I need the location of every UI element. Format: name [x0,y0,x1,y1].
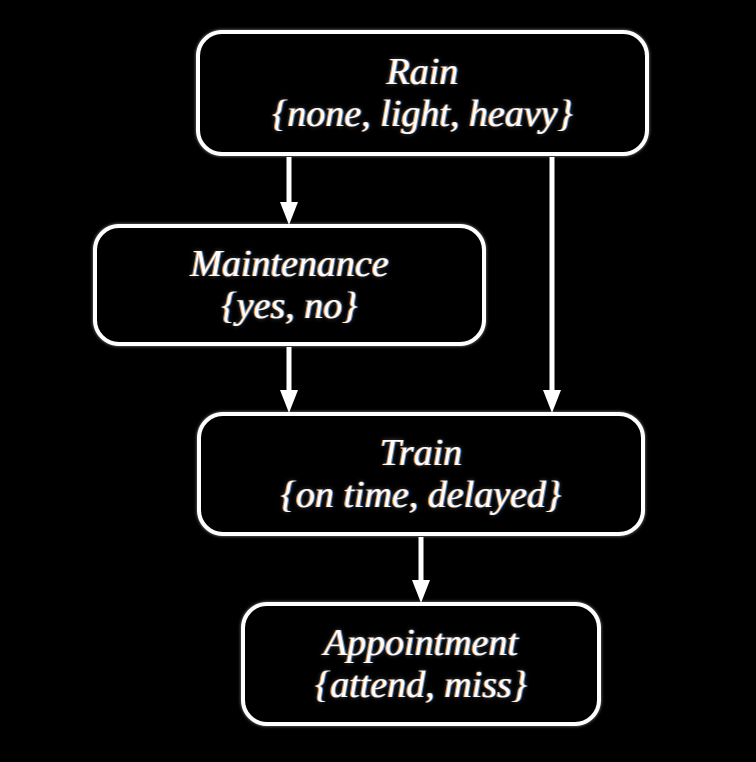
edge-rain-to-maintenance-arrow-icon [275,157,303,225]
node-maintenance-name: Maintenance [190,243,389,286]
node-maintenance-states: {yes, no} [221,284,358,327]
node-train[interactable]: Train {on time, delayed} [197,412,645,536]
node-appointment[interactable]: Appointment {attend, miss} [241,602,601,726]
node-rain-states: {none, light, heavy} [272,92,573,135]
edge-rain-to-train-arrow-icon [538,157,566,413]
node-maintenance[interactable]: Maintenance {yes, no} [93,224,486,346]
node-train-states: {on time, delayed} [280,473,562,516]
node-rain-name: Rain [386,51,459,94]
node-rain[interactable]: Rain {none, light, heavy} [196,30,649,156]
node-appointment-states: {attend, miss} [315,663,527,706]
node-appointment-name: Appointment [323,622,519,665]
edge-train-to-appointment-arrow-icon [407,537,435,603]
node-train-name: Train [379,432,463,475]
edge-maintenance-to-train-arrow-icon [275,347,303,413]
